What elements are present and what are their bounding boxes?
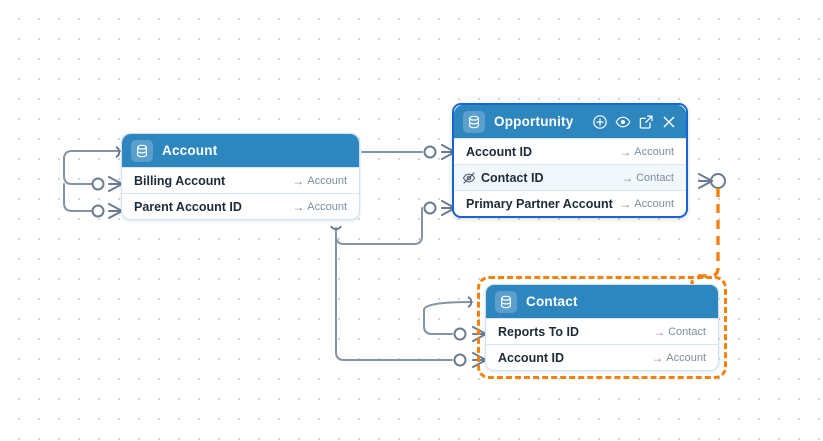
edge-endpoint-circle xyxy=(423,201,437,215)
arrow-right-icon: → xyxy=(621,170,634,185)
plus-circle-icon[interactable] xyxy=(591,113,608,130)
node-toolbar xyxy=(591,113,677,130)
node-contact[interactable]: Contact Reports To ID → Contact Account … xyxy=(477,276,727,379)
external-link-icon[interactable] xyxy=(637,113,654,130)
eye-slash-icon xyxy=(462,171,477,185)
arrow-right-icon: → xyxy=(619,144,632,159)
field-row-parent-account-id[interactable]: Parent Account ID → Account xyxy=(122,193,359,219)
node-account-inner: Account Billing Account → Account Parent… xyxy=(122,134,359,219)
arrow-right-icon: → xyxy=(292,199,305,214)
node-opportunity-inner: Opportunity xyxy=(454,105,686,216)
field-reference-label: Contact xyxy=(636,171,674,184)
node-account-header[interactable]: Account xyxy=(122,134,359,167)
field-row-primary-partner-account[interactable]: Primary Partner Account → Account xyxy=(454,190,686,216)
database-icon xyxy=(463,110,485,133)
edge-endpoint-circle xyxy=(91,177,105,191)
field-row-reports-to-id[interactable]: Reports To ID → Contact xyxy=(486,318,718,344)
node-account[interactable]: Account Billing Account → Account Parent… xyxy=(121,133,360,220)
arrow-right-icon: → xyxy=(651,350,664,365)
edge-endpoint-circle xyxy=(453,327,467,341)
field-label: Primary Partner Account xyxy=(466,196,613,211)
field-reference: → Account xyxy=(619,145,674,159)
field-reference: → Contact xyxy=(653,325,706,339)
field-reference: → Account xyxy=(619,197,674,211)
node-account-title: Account xyxy=(162,143,218,158)
eye-icon[interactable] xyxy=(614,113,631,130)
node-contact-header[interactable]: Contact xyxy=(486,285,718,318)
database-icon xyxy=(131,139,153,162)
field-label: Account ID xyxy=(498,350,564,365)
edge-contact-reports-to-self xyxy=(423,301,473,335)
field-reference-label: Contact xyxy=(668,325,706,338)
edge-account-billing-self xyxy=(63,150,121,185)
edge-opportunity-contact-id-to-contact xyxy=(690,188,720,288)
field-label: Contact ID xyxy=(481,170,544,185)
field-label: Reports To ID xyxy=(498,324,580,339)
field-reference-label: Account xyxy=(634,145,674,158)
field-label: Account ID xyxy=(466,144,532,159)
edge-endpoint-circle xyxy=(423,145,437,159)
arrow-right-icon: → xyxy=(292,173,305,188)
arrow-right-icon: → xyxy=(619,196,632,211)
field-row-contact-account-id[interactable]: Account ID → Account xyxy=(486,344,718,370)
field-row-billing-account[interactable]: Billing Account → Account xyxy=(122,167,359,193)
node-contact-inner: Contact Reports To ID → Contact Account … xyxy=(485,284,719,371)
arrow-right-icon: → xyxy=(653,324,666,339)
node-opportunity-header[interactable]: Opportunity xyxy=(454,105,686,138)
field-reference: → Contact xyxy=(621,171,674,185)
field-label: Parent Account ID xyxy=(134,199,242,214)
edge-contact-account-id-to-account xyxy=(335,235,453,361)
node-contact-title: Contact xyxy=(526,294,578,309)
field-row-contact-id[interactable]: Contact ID → Contact xyxy=(454,164,686,190)
field-reference-label: Account xyxy=(634,197,674,210)
field-label: Billing Account xyxy=(134,173,226,188)
field-reference-label: Account xyxy=(307,200,347,213)
node-opportunity-title: Opportunity xyxy=(494,114,574,129)
close-icon[interactable] xyxy=(660,113,677,130)
node-opportunity[interactable]: Opportunity xyxy=(452,103,688,218)
edge-account-parent-self xyxy=(63,183,97,212)
edge-endpoint-circle xyxy=(453,353,467,367)
field-reference: → Account xyxy=(292,174,347,188)
field-reference: → Account xyxy=(292,200,347,214)
field-reference-label: Account xyxy=(666,351,706,364)
edge-endpoint-circle xyxy=(710,173,726,189)
field-reference: → Account xyxy=(651,351,706,365)
database-icon xyxy=(495,290,517,313)
field-reference-label: Account xyxy=(307,174,347,187)
edge-endpoint-circle xyxy=(91,204,105,218)
field-row-account-id[interactable]: Account ID → Account xyxy=(454,138,686,164)
